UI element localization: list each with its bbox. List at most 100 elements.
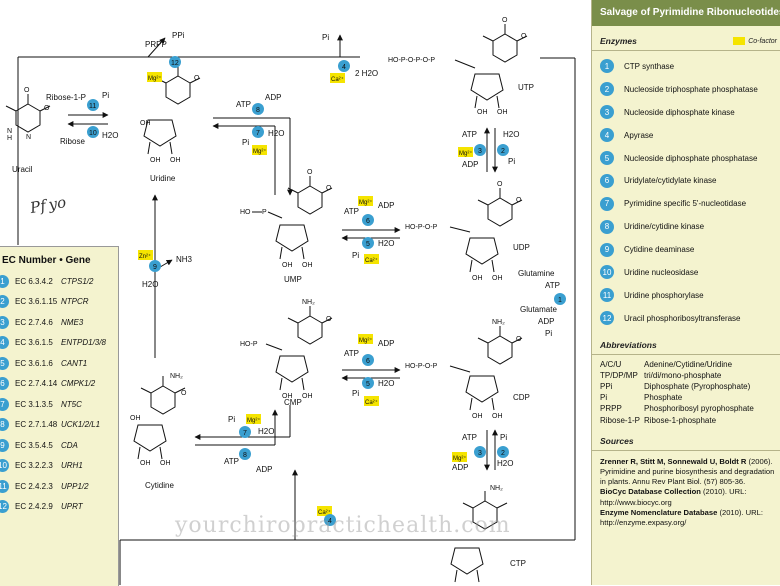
enzyme-number: 5 xyxy=(600,151,614,165)
enzymes-header: Enzymes xyxy=(600,36,637,46)
enzyme-name: Apyrase xyxy=(624,130,654,140)
svg-text:7: 7 xyxy=(256,130,260,137)
svg-text:3: 3 xyxy=(478,148,482,155)
ec-row-code: EC 2.7.4.6 xyxy=(15,317,53,327)
ump-structure: HO P O O OH OH xyxy=(240,169,333,269)
label-h2o: H2O xyxy=(497,459,513,468)
svg-text:OH: OH xyxy=(282,393,293,400)
svg-text:1: 1 xyxy=(558,297,562,304)
label-pi: Pi xyxy=(500,433,507,442)
ec-row-code: EC 3.6.1.6 xyxy=(15,358,53,368)
uracil-structure: O O N N H xyxy=(5,87,51,142)
ec-row-number: 1 xyxy=(0,274,9,288)
abbreviation-key: PRPP xyxy=(600,404,622,414)
abbreviation-meaning: Phosphate xyxy=(644,393,683,403)
ec-row-number: 2 xyxy=(0,295,9,309)
cofactor-swatch xyxy=(733,37,746,45)
enzyme-name: Cytidine deaminase xyxy=(624,245,695,255)
cofactor-key: Co-factor xyxy=(733,37,777,45)
reaction-6-5 xyxy=(341,227,401,241)
ec-panel-header: EC Number • Gene xyxy=(2,255,91,266)
cmp-structure: HO-P NH₂ O OH OH xyxy=(240,299,333,400)
svg-text:OH: OH xyxy=(472,275,483,282)
ec-row-code: EC 2.7.1.48 xyxy=(15,420,58,430)
svg-text:NH₂: NH₂ xyxy=(490,485,503,492)
svg-text:3: 3 xyxy=(478,450,482,457)
svg-text:Mg²⁺: Mg²⁺ xyxy=(459,150,473,157)
abbreviation-item: A/C/U Adenine/Cytidine/Uridine xyxy=(592,359,780,370)
svg-text:7: 7 xyxy=(243,430,247,437)
enzyme-number: 12 xyxy=(600,311,614,326)
svg-text:6: 6 xyxy=(366,358,370,365)
enzyme-number: 9 xyxy=(600,242,614,257)
svg-text:Mg²⁺: Mg²⁺ xyxy=(359,337,373,344)
ec-row-number: 4 xyxy=(0,336,9,350)
ec-row-code: EC 6.3.4.2 xyxy=(15,276,53,286)
ec-row-gene: UCK1/2/L1 xyxy=(61,420,101,430)
label-h2o: H2O xyxy=(142,280,158,289)
cofactor-label: Co-factor xyxy=(748,37,777,45)
abbreviation-meaning: Ribose-1-phosphate xyxy=(644,415,717,425)
svg-text:OH: OH xyxy=(140,120,151,127)
enzyme-number: 6 xyxy=(600,173,614,188)
enzyme-number: 3 xyxy=(600,105,614,120)
ec-row-code: EC 3.6.1.15 xyxy=(15,297,58,307)
reaction-11 xyxy=(67,112,109,127)
enzyme-name: CTP synthase xyxy=(624,61,675,71)
ec-row-gene: UPP1/2 xyxy=(61,481,89,491)
label-pi: Pi xyxy=(102,91,109,100)
label-atp: ATP xyxy=(545,281,560,290)
svg-text:O: O xyxy=(516,197,522,204)
enzyme-number: 2 xyxy=(600,82,614,97)
enzyme-name: Uridine nucleosidase xyxy=(624,267,699,277)
abbreviation-key: A/C/U xyxy=(600,359,622,369)
abbreviation-meaning: Adenine/Cytidine/Uridine xyxy=(644,359,733,369)
svg-text:Zn²⁺: Zn²⁺ xyxy=(139,253,151,260)
uridine-label: Uridine xyxy=(150,174,176,183)
label-adp: ADP xyxy=(265,93,281,102)
svg-text:OH: OH xyxy=(472,413,483,420)
enzyme-item: 1 CTP synthase xyxy=(592,55,780,78)
ec-row-code: EC 3.6.1.5 xyxy=(15,338,53,348)
label-h2o: H2O xyxy=(503,130,519,139)
label-atp: ATP xyxy=(344,349,359,358)
reaction-cmp-cdp xyxy=(341,367,401,381)
ec-row-gene: CDA xyxy=(61,440,78,450)
label-adp: ADP xyxy=(378,201,394,210)
svg-text:4: 4 xyxy=(328,518,332,525)
abbreviation-key: Pi xyxy=(600,393,608,403)
ec-row-gene: NTPCR xyxy=(61,297,89,307)
svg-text:4: 4 xyxy=(342,64,346,71)
source-ref-1: Zrenner R, Stitt M, Sonnewald U, Boldt R… xyxy=(600,457,775,488)
svg-text:Ca²⁺: Ca²⁺ xyxy=(365,399,378,406)
label-pi: Pi xyxy=(508,157,515,166)
svg-text:2: 2 xyxy=(501,450,505,457)
label-pi: Pi xyxy=(228,415,235,424)
ctp-structure: NH₂ xyxy=(450,485,508,583)
ec-row-code: EC 3.5.4.5 xyxy=(15,440,53,450)
svg-text:HO-P-O-P: HO-P-O-P xyxy=(405,363,438,370)
udp-structure: HO-P-O-P O O OH OH xyxy=(405,181,523,282)
enzymes-section-header: Enzymes Co-factor xyxy=(592,26,780,51)
abbreviation-meaning: Diphosphate (Pyrophosphate) xyxy=(644,382,751,392)
abbreviation-meaning: Phosphoribosyl pyrophosphate xyxy=(644,404,754,414)
enzyme-number: 1 xyxy=(600,59,614,74)
svg-text:5: 5 xyxy=(366,381,370,388)
label-adp: ADP xyxy=(256,465,272,474)
ec-row-code: EC 2.4.2.9 xyxy=(15,502,53,512)
svg-text:5: 5 xyxy=(366,241,370,248)
utp-structure: HO-P-O-P-O-P O O OH OH xyxy=(388,17,528,116)
ec-row-code: EC 2.7.4.14 xyxy=(15,379,58,389)
cytidine-structure: NH₂ O OH OH OH xyxy=(130,373,187,467)
enzyme-item: 9 Cytidine deaminase xyxy=(592,238,780,261)
ump-label: UMP xyxy=(284,275,302,284)
